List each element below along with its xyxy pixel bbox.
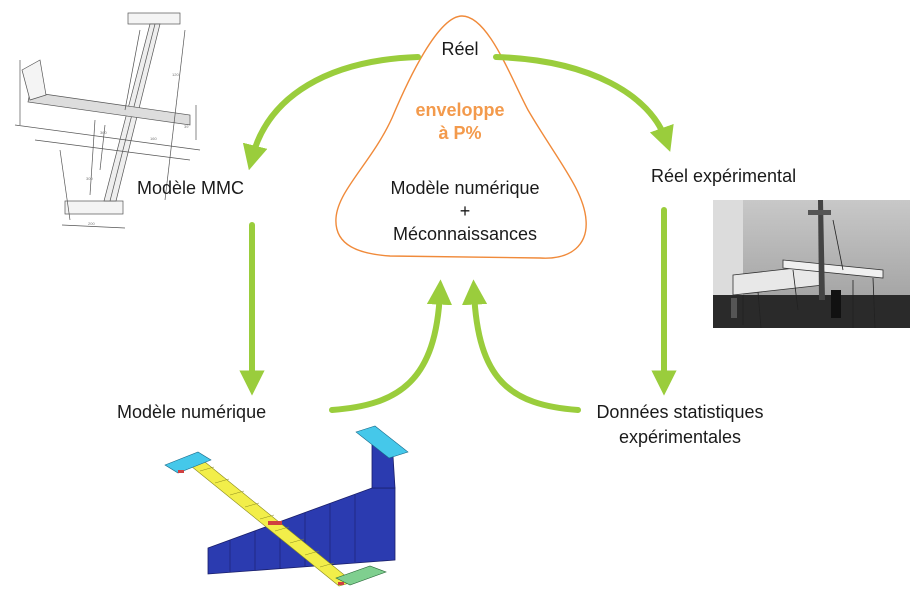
node-experimental-real: Réel expérimental xyxy=(651,166,797,186)
experimental-setup-photo xyxy=(713,200,910,328)
envelope-label-line1: enveloppe xyxy=(415,100,505,120)
node-numeric-model-bottom: Modèle numérique xyxy=(117,402,267,422)
svg-text:360: 360 xyxy=(100,130,107,135)
svg-text:300: 300 xyxy=(86,176,93,181)
svg-text:200: 200 xyxy=(88,221,95,226)
arrow-reel-to-mmc xyxy=(242,54,421,171)
arrow-numeric-to-envelope xyxy=(329,279,453,413)
svg-text:160: 160 xyxy=(150,136,157,141)
node-mmc-model: Modèle MMC xyxy=(137,178,245,198)
envelope-label-line2: à P% xyxy=(438,123,482,143)
arrow-reel-to-experimental xyxy=(493,54,674,152)
svg-text:39: 39 xyxy=(184,124,189,129)
svg-text:120: 120 xyxy=(172,72,179,77)
node-numeric-model-center: Modèle numérique xyxy=(390,178,540,198)
node-misknowledge: Méconnaissances xyxy=(392,224,538,244)
node-stat-data-line2: expérimentales xyxy=(618,427,742,447)
node-reel: Réel xyxy=(441,39,479,59)
node-stat-data-line1: Données statistiques xyxy=(596,402,764,422)
node-plus: + xyxy=(459,201,471,221)
envelope-shape xyxy=(335,15,587,259)
arrow-stats-to-envelope xyxy=(461,279,581,413)
